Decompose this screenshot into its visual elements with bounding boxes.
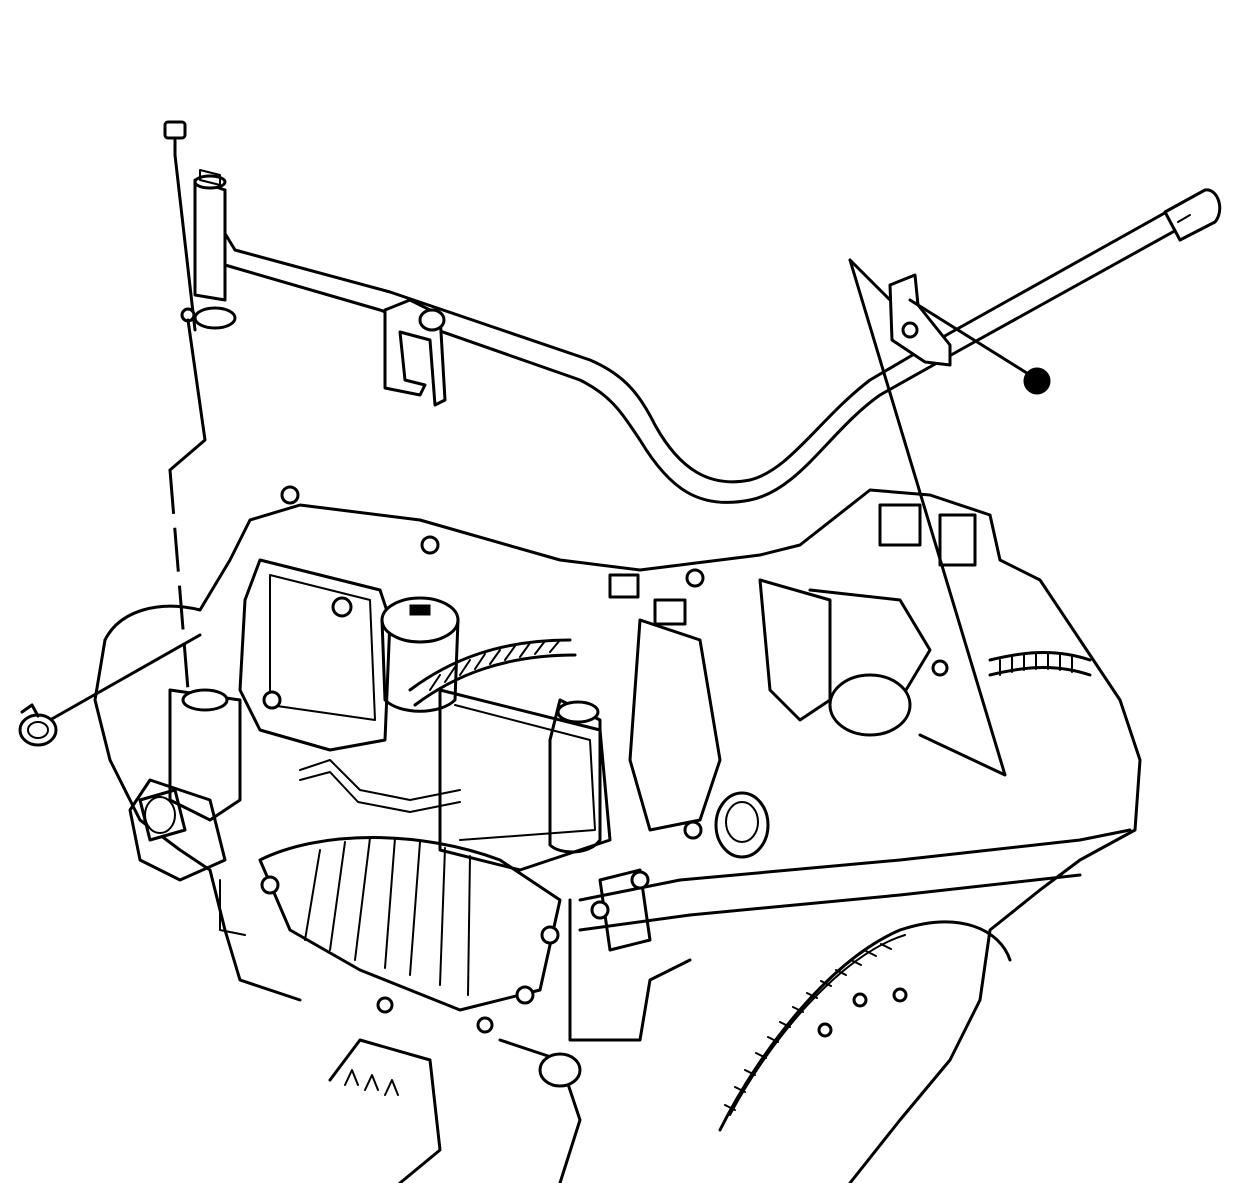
pipe-clip xyxy=(383,298,447,407)
heater-pipe xyxy=(193,169,1222,504)
hose-clamp xyxy=(18,633,202,747)
assembly-line xyxy=(168,318,207,691)
mounting-bracket xyxy=(888,273,952,367)
bracket-alignment-line xyxy=(848,258,1007,777)
engine-assembly xyxy=(93,485,1142,1183)
bolt xyxy=(163,120,197,332)
nut xyxy=(908,298,1051,395)
